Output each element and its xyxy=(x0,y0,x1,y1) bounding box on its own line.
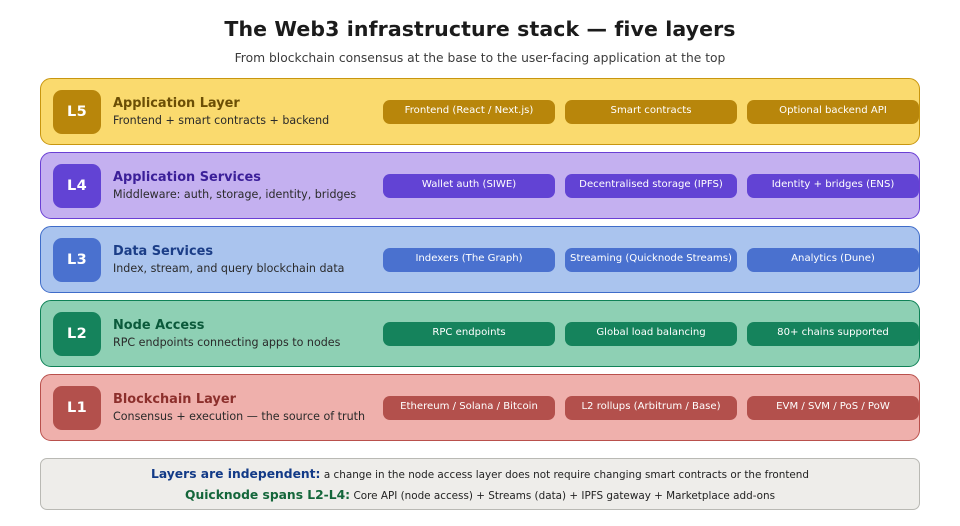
layer-chip[interactable]: 80+ chains supported xyxy=(747,321,919,346)
note-label: Quicknode spans L2-L4: xyxy=(185,487,351,502)
footer-note: Layers are independent: a change in the … xyxy=(40,458,920,510)
layer-name: Blockchain Layer xyxy=(113,391,236,407)
layer-chip[interactable]: EVM / SVM / PoS / PoW xyxy=(747,395,919,420)
layer-description: Consensus + execution — the source of tr… xyxy=(113,409,365,423)
layer-description: Middleware: auth, storage, identity, bri… xyxy=(113,187,357,201)
layer-badge-l4: L4 xyxy=(53,163,101,208)
layer-chip[interactable]: Global load balancing xyxy=(565,321,737,346)
layer-chip[interactable]: L2 rollups (Arbitrum / Base) xyxy=(565,395,737,420)
layer-badge-l5: L5 xyxy=(53,89,101,134)
layer-name: Application Services xyxy=(113,169,261,185)
layer-name: Data Services xyxy=(113,243,214,259)
layer-chip-group: Ethereum / Solana / Bitcoin L2 rollups (A… xyxy=(383,395,919,420)
note-label: Layers are independent: xyxy=(151,466,321,481)
layer-description: Frontend + smart contracts + backend xyxy=(113,113,330,127)
layer-chip[interactable]: Smart contracts xyxy=(565,99,737,124)
layer-chip-group: Wallet auth (SIWE) Decentralised storage … xyxy=(383,173,919,198)
layer-name: Application Layer xyxy=(113,95,240,111)
note-text: a change in the node access layer does n… xyxy=(323,468,809,481)
layer-badge-l1: L1 xyxy=(53,385,101,430)
layer-chip[interactable]: RPC endpoints xyxy=(383,321,555,346)
layer-chip-group: Frontend (React / Next.js) Smart contract… xyxy=(383,99,919,124)
note-text: Core API (node access) + Streams (data) … xyxy=(353,489,775,502)
layer-chip[interactable]: Ethereum / Solana / Bitcoin xyxy=(383,395,555,420)
layer-chip[interactable]: Optional backend API xyxy=(747,99,919,124)
page-subtitle: From blockchain consensus at the base to… xyxy=(234,51,726,65)
header: The Web3 infrastructure stack — five lay… xyxy=(0,0,960,65)
layer-chip[interactable]: Decentralised storage (IPFS) xyxy=(565,173,737,198)
layer-description: Index, stream, and query blockchain data xyxy=(113,261,345,275)
layer-name: Node Access xyxy=(113,317,205,333)
layer-badge-l3: L3 xyxy=(53,237,101,282)
layer-chip-group: RPC endpoints Global load balancing 80+ ch… xyxy=(383,321,919,346)
layer-chip[interactable]: Analytics (Dune) xyxy=(747,247,919,272)
layer-chip[interactable]: Indexers (The Graph) xyxy=(383,247,555,272)
layer-description: RPC endpoints connecting apps to nodes xyxy=(113,335,341,349)
layer-chip[interactable]: Identity + bridges (ENS) xyxy=(747,173,919,198)
layer-badge-l2: L2 xyxy=(53,311,101,356)
note-line: Layers are independent: a change in the … xyxy=(151,467,809,481)
layer-chip-group: Indexers (The Graph) Streaming (Quicknode… xyxy=(383,247,919,272)
layer-chip[interactable]: Frontend (React / Next.js) xyxy=(383,99,555,124)
page-title: The Web3 infrastructure stack — five lay… xyxy=(224,17,736,41)
layer-chip[interactable]: Streaming (Quicknode Streams) xyxy=(565,247,737,272)
note-line: Quicknode spans L2-L4: Core API (node ac… xyxy=(185,488,775,502)
layer-chip[interactable]: Wallet auth (SIWE) xyxy=(383,173,555,198)
